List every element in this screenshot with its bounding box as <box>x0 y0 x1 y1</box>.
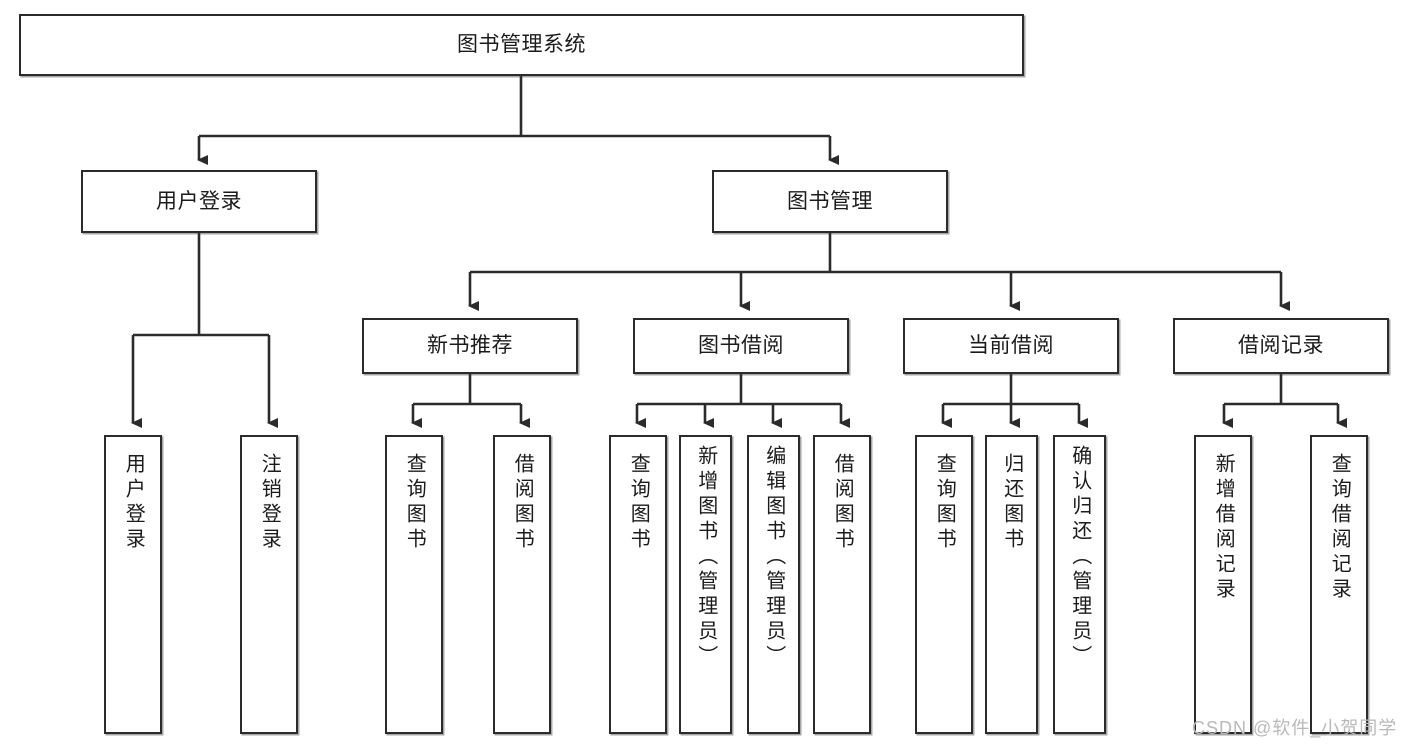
node-borrow-record[interactable]: 借阅记录 <box>1173 318 1389 374</box>
leaf-user-login-login-label: 用户登录 <box>122 453 145 553</box>
leaf-borrow-edit-book-label: 编辑图书（管理员） <box>762 445 785 670</box>
leaf-borrow-query-book[interactable]: 查询图书 <box>609 435 667 734</box>
node-new-book-recommend-label: 新书推荐 <box>427 334 513 358</box>
leaf-borrow-add-book-label: 新增图书（管理员） <box>694 445 717 670</box>
leaf-borrow-edit-book[interactable]: 编辑图书（管理员） <box>747 435 800 734</box>
leaf-record-add-record[interactable]: 新增借阅记录 <box>1194 435 1252 734</box>
node-current-borrow[interactable]: 当前借阅 <box>903 318 1119 374</box>
node-root[interactable]: 图书管理系统 <box>19 14 1024 76</box>
node-book-borrow-label: 图书借阅 <box>698 334 784 358</box>
leaf-user-login-login[interactable]: 用户登录 <box>104 435 162 734</box>
leaf-borrow-borrow-book-label: 借阅图书 <box>831 453 854 553</box>
node-new-book-recommend[interactable]: 新书推荐 <box>362 318 578 374</box>
node-user-login-label: 用户登录 <box>156 189 242 213</box>
node-current-borrow-label: 当前借阅 <box>968 334 1054 358</box>
leaf-record-query-record-label: 查询借阅记录 <box>1328 453 1351 603</box>
leaf-current-query-book-label: 查询图书 <box>933 453 956 553</box>
node-book-management[interactable]: 图书管理 <box>712 170 948 233</box>
leaf-recommend-borrow-book-label: 借阅图书 <box>511 453 534 553</box>
leaf-borrow-query-book-label: 查询图书 <box>627 453 650 553</box>
leaf-recommend-borrow-book[interactable]: 借阅图书 <box>493 435 551 734</box>
leaf-record-add-record-label: 新增借阅记录 <box>1212 453 1235 603</box>
node-book-management-label: 图书管理 <box>787 189 873 213</box>
leaf-current-confirm-return[interactable]: 确认归还（管理员） <box>1053 435 1106 734</box>
node-borrow-record-label: 借阅记录 <box>1238 334 1324 358</box>
leaf-borrow-add-book[interactable]: 新增图书（管理员） <box>679 435 732 734</box>
watermark: CSDN @软件_小贺同学 <box>1192 718 1398 738</box>
leaf-record-query-record[interactable]: 查询借阅记录 <box>1310 435 1368 734</box>
leaf-current-return-book[interactable]: 归还图书 <box>985 435 1038 734</box>
leaf-current-query-book[interactable]: 查询图书 <box>915 435 973 734</box>
leaf-current-return-book-label: 归还图书 <box>1000 453 1023 553</box>
node-root-label: 图书管理系统 <box>457 33 586 57</box>
leaf-recommend-query-book[interactable]: 查询图书 <box>385 435 443 734</box>
leaf-borrow-borrow-book[interactable]: 借阅图书 <box>813 435 871 734</box>
leaf-recommend-query-book-label: 查询图书 <box>403 453 426 553</box>
leaf-user-login-logout-label: 注销登录 <box>258 453 281 553</box>
leaf-current-confirm-return-label: 确认归还（管理员） <box>1068 445 1091 670</box>
leaf-user-login-logout[interactable]: 注销登录 <box>240 435 298 734</box>
node-user-login[interactable]: 用户登录 <box>81 170 317 233</box>
node-book-borrow[interactable]: 图书借阅 <box>633 318 849 374</box>
